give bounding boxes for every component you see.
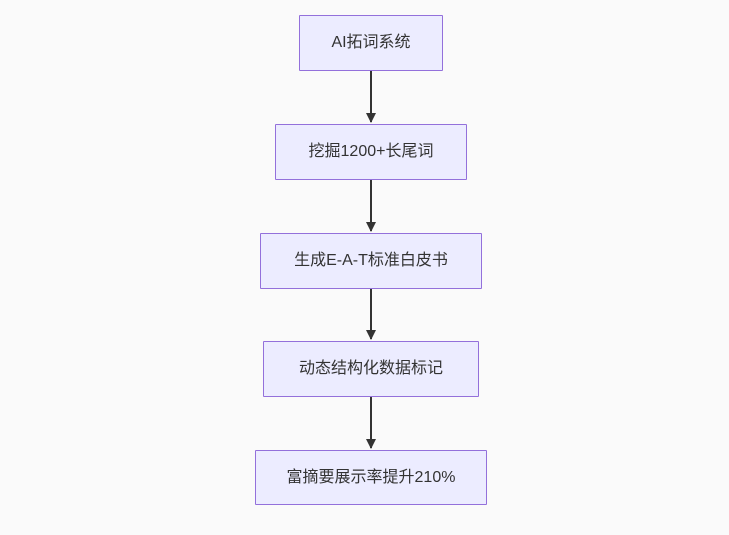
- node-mine-longtail-keywords: 挖掘1200+长尾词: [275, 124, 467, 180]
- node-label: 生成E-A-T标准白皮书: [294, 252, 448, 269]
- node-label: 动态结构化数据标记: [298, 360, 443, 377]
- node-label: 富摘要展示率提升210%: [286, 468, 456, 486]
- node-label: 挖掘1200+长尾词: [308, 143, 434, 160]
- node-ai-word-expansion-system: AI拓词系统: [299, 15, 443, 71]
- node-label: AI拓词系统: [331, 34, 411, 51]
- node-dynamic-structured-data-markup: 动态结构化数据标记: [263, 341, 479, 397]
- node-generate-eat-whitepaper: 生成E-A-T标准白皮书: [260, 233, 482, 289]
- node-rich-snippet-rate-increase: 富摘要展示率提升210%: [255, 450, 487, 505]
